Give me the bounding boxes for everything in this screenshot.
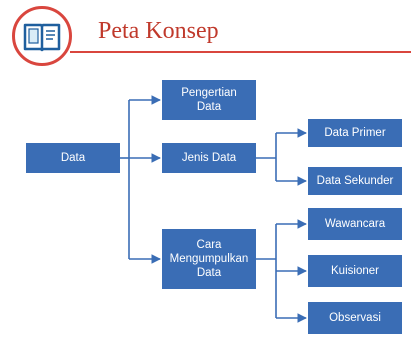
title-underline [70,51,411,53]
node-kuisioner: Kuisioner [308,255,402,287]
node-data-sekunder: Data Sekunder [308,167,402,195]
page-header: Peta Konsep [0,0,411,80]
book-icon [23,23,61,52]
node-pengertian-data: Pengertian Data [162,80,256,120]
node-data: Data [26,143,120,173]
node-wawancara: Wawancara [308,208,402,240]
logo [12,6,72,66]
page-title: Peta Konsep [98,18,219,44]
node-observasi: Observasi [308,302,402,334]
node-jenis-data: Jenis Data [162,143,256,173]
node-data-primer: Data Primer [308,119,402,147]
node-cara-mengumpulkan-data: Cara Mengumpulkan Data [162,229,256,289]
